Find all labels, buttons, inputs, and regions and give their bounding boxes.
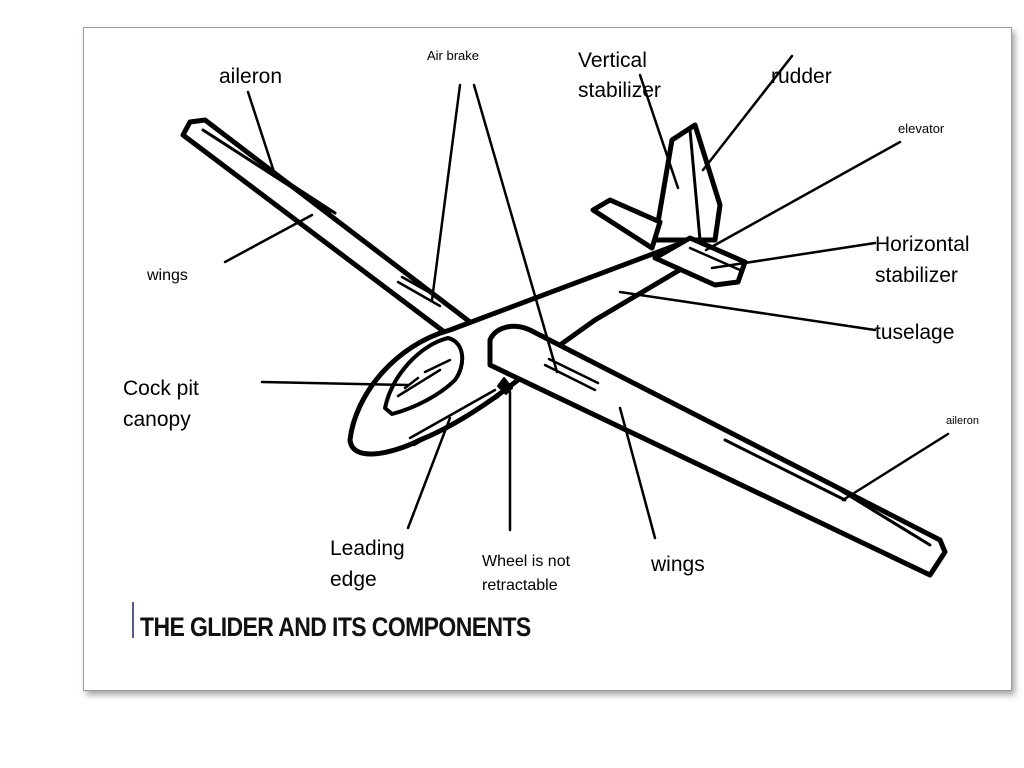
label-wings-left: wings	[147, 267, 188, 284]
label-leading-edge-2: edge	[330, 568, 377, 591]
leading-edge-strip	[408, 388, 500, 447]
label-horizontal-stabilizer-2: stabilizer	[875, 264, 958, 287]
wheel	[497, 377, 513, 395]
label-wheel-2: retractable	[482, 577, 558, 594]
left-aileron	[201, 128, 337, 215]
label-rudder: rudder	[771, 65, 832, 88]
leader-vertical-stabilizer	[638, 73, 680, 190]
left-wing	[180, 117, 473, 343]
canopy-frame	[396, 358, 452, 398]
right-wing	[487, 323, 948, 578]
label-cockpit-canopy-1: Cock pit	[123, 377, 199, 400]
label-elevator: elevator	[898, 121, 945, 136]
label-leading-edge-1: Leading	[330, 537, 405, 560]
leader-leading-edge	[406, 416, 452, 530]
label-air-brake: Air brake	[427, 48, 480, 63]
label-horizontal-stabilizer-1: Horizontal	[875, 233, 970, 256]
label-vertical-stabilizer-2: stabilizer	[578, 79, 661, 102]
leader-fuselage	[618, 290, 877, 332]
left-h-stab	[590, 197, 663, 251]
rudder-hinge	[688, 128, 702, 242]
elevator-hinge	[688, 246, 742, 272]
leader-aileron-right	[841, 432, 950, 502]
label-cockpit-canopy-2: canopy	[123, 408, 191, 431]
canopy-shape	[383, 336, 465, 416]
label-wings-right: wings	[651, 553, 705, 576]
label-aileron-left: aileron	[219, 65, 283, 88]
leader-aileron-left	[246, 90, 277, 177]
leader-horizontal-stabilizer	[710, 241, 877, 270]
left-air-brake	[396, 275, 445, 308]
label-vertical-stabilizer-1: Vertical	[578, 49, 647, 72]
right-aileron	[723, 438, 932, 547]
leader-wings-left	[223, 213, 314, 264]
vertical-fin	[652, 122, 723, 243]
leader-lines	[223, 54, 950, 540]
label-aileron-right: aileron	[946, 415, 980, 427]
leader-rudder	[701, 54, 794, 172]
label-fuselage: tuselage	[875, 321, 955, 344]
caption-mark	[132, 602, 134, 638]
leader-air-brake-1	[430, 83, 462, 302]
leader-wings-right	[618, 406, 657, 540]
right-air-brake	[543, 357, 600, 392]
leader-cockpit	[260, 380, 410, 387]
right-h-stab	[652, 235, 748, 288]
leader-elevator	[704, 140, 902, 252]
diagram-caption: THE GLIDER AND ITS COMPONENTS	[140, 612, 531, 642]
label-wheel-1: Wheel is not	[482, 553, 571, 570]
leader-air-brake-2	[472, 83, 559, 374]
